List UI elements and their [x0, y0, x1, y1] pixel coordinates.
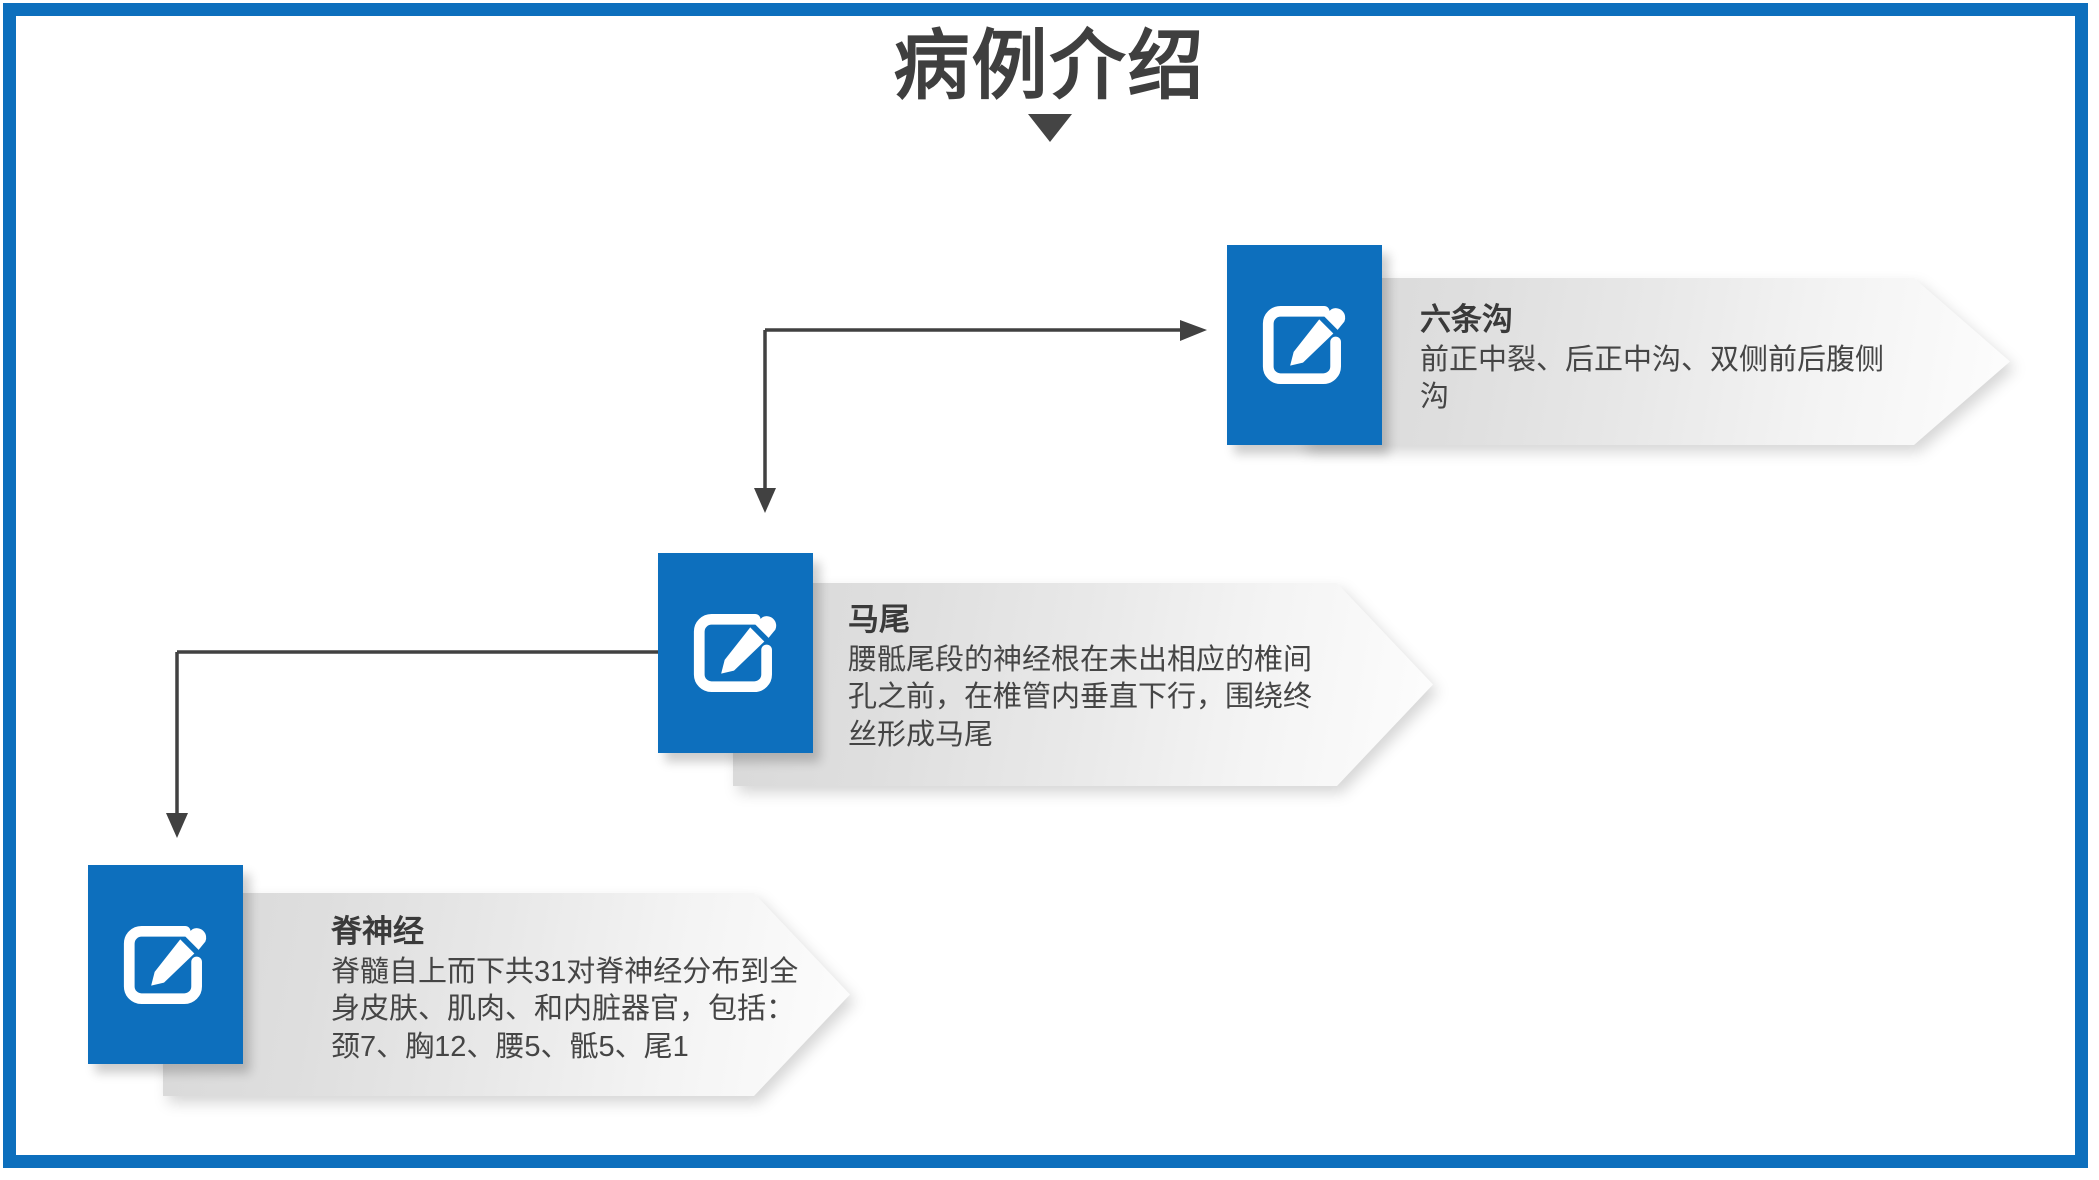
card-banner-shape	[163, 893, 850, 1096]
card-text-block: 六条沟 前正中裂、后正中沟、双侧前后腹侧沟	[1420, 301, 1890, 417]
card-banner-shape	[1302, 278, 2010, 445]
card-heading: 马尾	[848, 602, 910, 637]
title-block: 病例介绍	[0, 24, 2099, 143]
slide-frame-border	[3, 3, 2088, 1168]
edit-note-icon	[1256, 296, 1354, 394]
connector-top	[754, 320, 1207, 513]
page-title: 病例介绍	[893, 24, 1206, 109]
card-text-block: 脊神经 脊髓自上而下共31对脊神经分布到全身皮肤、肌肉、和内脏器官，包括：颈7、…	[331, 913, 801, 1067]
connector-bottom	[166, 642, 781, 838]
card-icon-tile[interactable]	[658, 553, 813, 753]
card-icon-tile[interactable]	[88, 865, 243, 1064]
edit-note-icon	[687, 604, 785, 702]
card-body: 脊髓自上而下共31对脊神经分布到全身皮肤、肌肉、和内脏器官，包括：颈7、胸12、…	[331, 955, 799, 1064]
card-item[interactable]: 马尾 腰骶尾段的神经根在未出相应的椎间孔之前，在椎管内垂直下行，围绕终丝形成马尾	[658, 553, 1433, 753]
edit-note-icon	[117, 916, 215, 1014]
card-text-block: 马尾 腰骶尾段的神经根在未出相应的椎间孔之前，在椎管内垂直下行，围绕终丝形成马尾	[848, 601, 1326, 755]
card-item[interactable]: 六条沟 前正中裂、后正中沟、双侧前后腹侧沟	[1227, 245, 2010, 445]
card-icon-tile[interactable]	[1227, 245, 1382, 445]
card-banner	[733, 583, 1433, 786]
card-heading: 脊神经	[331, 914, 424, 949]
card-banner	[1302, 278, 2010, 445]
card-body: 前正中裂、后正中沟、双侧前后腹侧沟	[1420, 343, 1885, 414]
card-body: 腰骶尾段的神经根在未出相应的椎间孔之前，在椎管内垂直下行，围绕终丝形成马尾	[848, 643, 1313, 752]
arrow-down-icon	[166, 813, 188, 838]
arrow-down-icon	[754, 488, 776, 513]
triangle-down-icon	[1027, 114, 1072, 143]
card-item[interactable]: 脊神经 脊髓自上而下共31对脊神经分布到全身皮肤、肌肉、和内脏器官，包括：颈7、…	[88, 865, 850, 1064]
card-banner-shape	[733, 583, 1433, 786]
card-banner	[163, 893, 850, 1096]
card-heading: 六条沟	[1420, 302, 1513, 337]
arrow-right-icon	[1180, 320, 1207, 341]
